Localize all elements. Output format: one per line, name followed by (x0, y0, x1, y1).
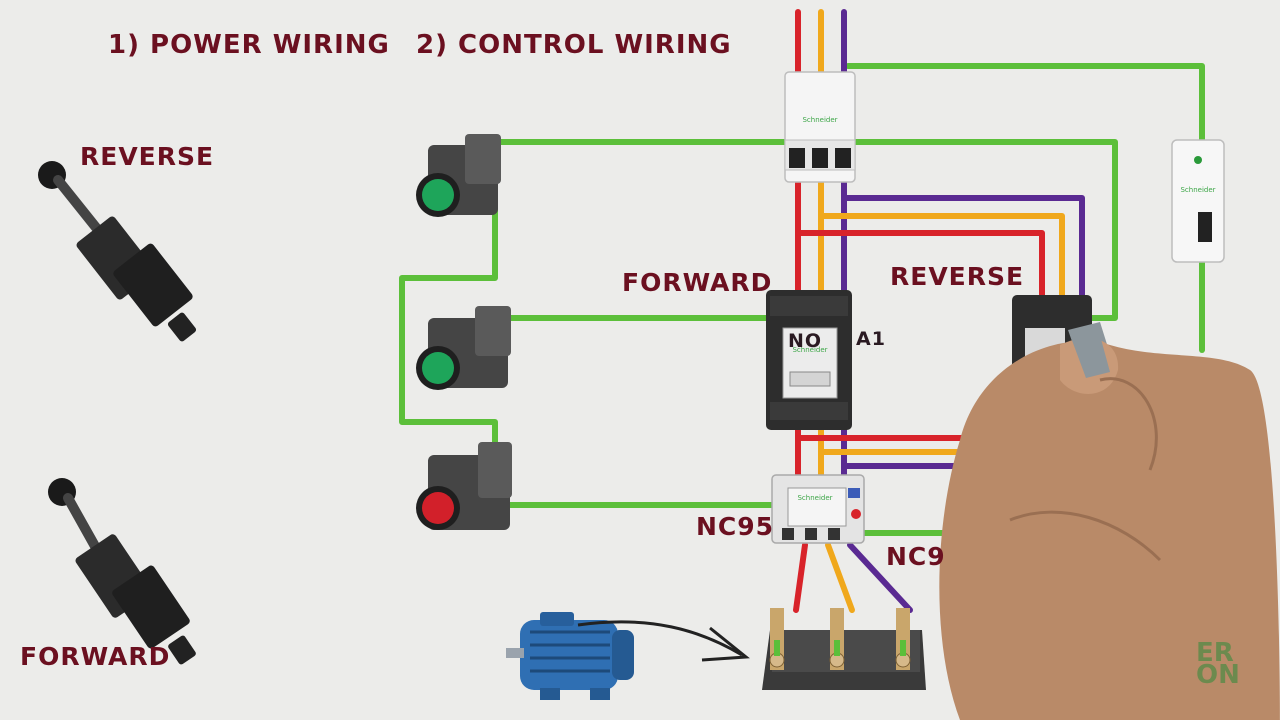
heading-power-wiring: 1) POWER WIRING (108, 30, 390, 60)
control-wire-mcb-feed (845, 63, 1205, 153)
control-mcb: Schneider (1171, 139, 1225, 263)
label-forward-contactor: FORWARD (622, 268, 773, 297)
label-limit-switch-reverse: REVERSE (80, 142, 215, 171)
push-button-red-stop (416, 442, 512, 530)
main-circuit-breaker: Schneider (784, 71, 856, 183)
power-wires (793, 9, 1085, 613)
motor (506, 612, 634, 700)
forward-contactor: Schneider (766, 290, 852, 430)
overload-relay: Schneider (771, 474, 865, 544)
label-reverse-contactor: REVERSE (890, 262, 1025, 291)
svg-text:Schneider: Schneider (797, 494, 832, 502)
svg-text:Schneider: Schneider (1180, 186, 1215, 194)
phase-l3-to-reverse (841, 195, 1085, 308)
label-limit-switch-forward: FORWARD (20, 642, 171, 671)
label-terminal-nc96: NC9 (886, 542, 946, 571)
motor-arrow (577, 620, 743, 657)
svg-text:Schneider: Schneider (792, 346, 827, 354)
label-terminal-nc95: NC95 (696, 512, 775, 541)
phase-l3-to-motor (847, 542, 913, 613)
motor-terminal-block (762, 608, 926, 690)
heading-control-wiring: 2) CONTROL WIRING (416, 30, 732, 60)
label-terminal-no: NO (788, 330, 823, 352)
phase-l2-to-motor (825, 542, 855, 613)
phase-l1-to-motor (793, 542, 808, 613)
watermark: ER ON (1196, 638, 1240, 690)
limit-switch-reverse (38, 161, 197, 342)
phase-l2-to-reverse (818, 213, 1065, 308)
label-terminal-a1: A1 (856, 328, 886, 350)
phase-l1-to-reverse (795, 230, 1045, 308)
push-button-green-top (416, 134, 501, 217)
limit-switch-forward (48, 478, 196, 665)
control-wire-bridge-left (399, 157, 498, 463)
hand-with-marker (939, 322, 1280, 720)
svg-text:Schneider: Schneider (802, 116, 837, 124)
motor-arrow-head (701, 626, 750, 662)
push-button-green-middle (416, 306, 511, 390)
